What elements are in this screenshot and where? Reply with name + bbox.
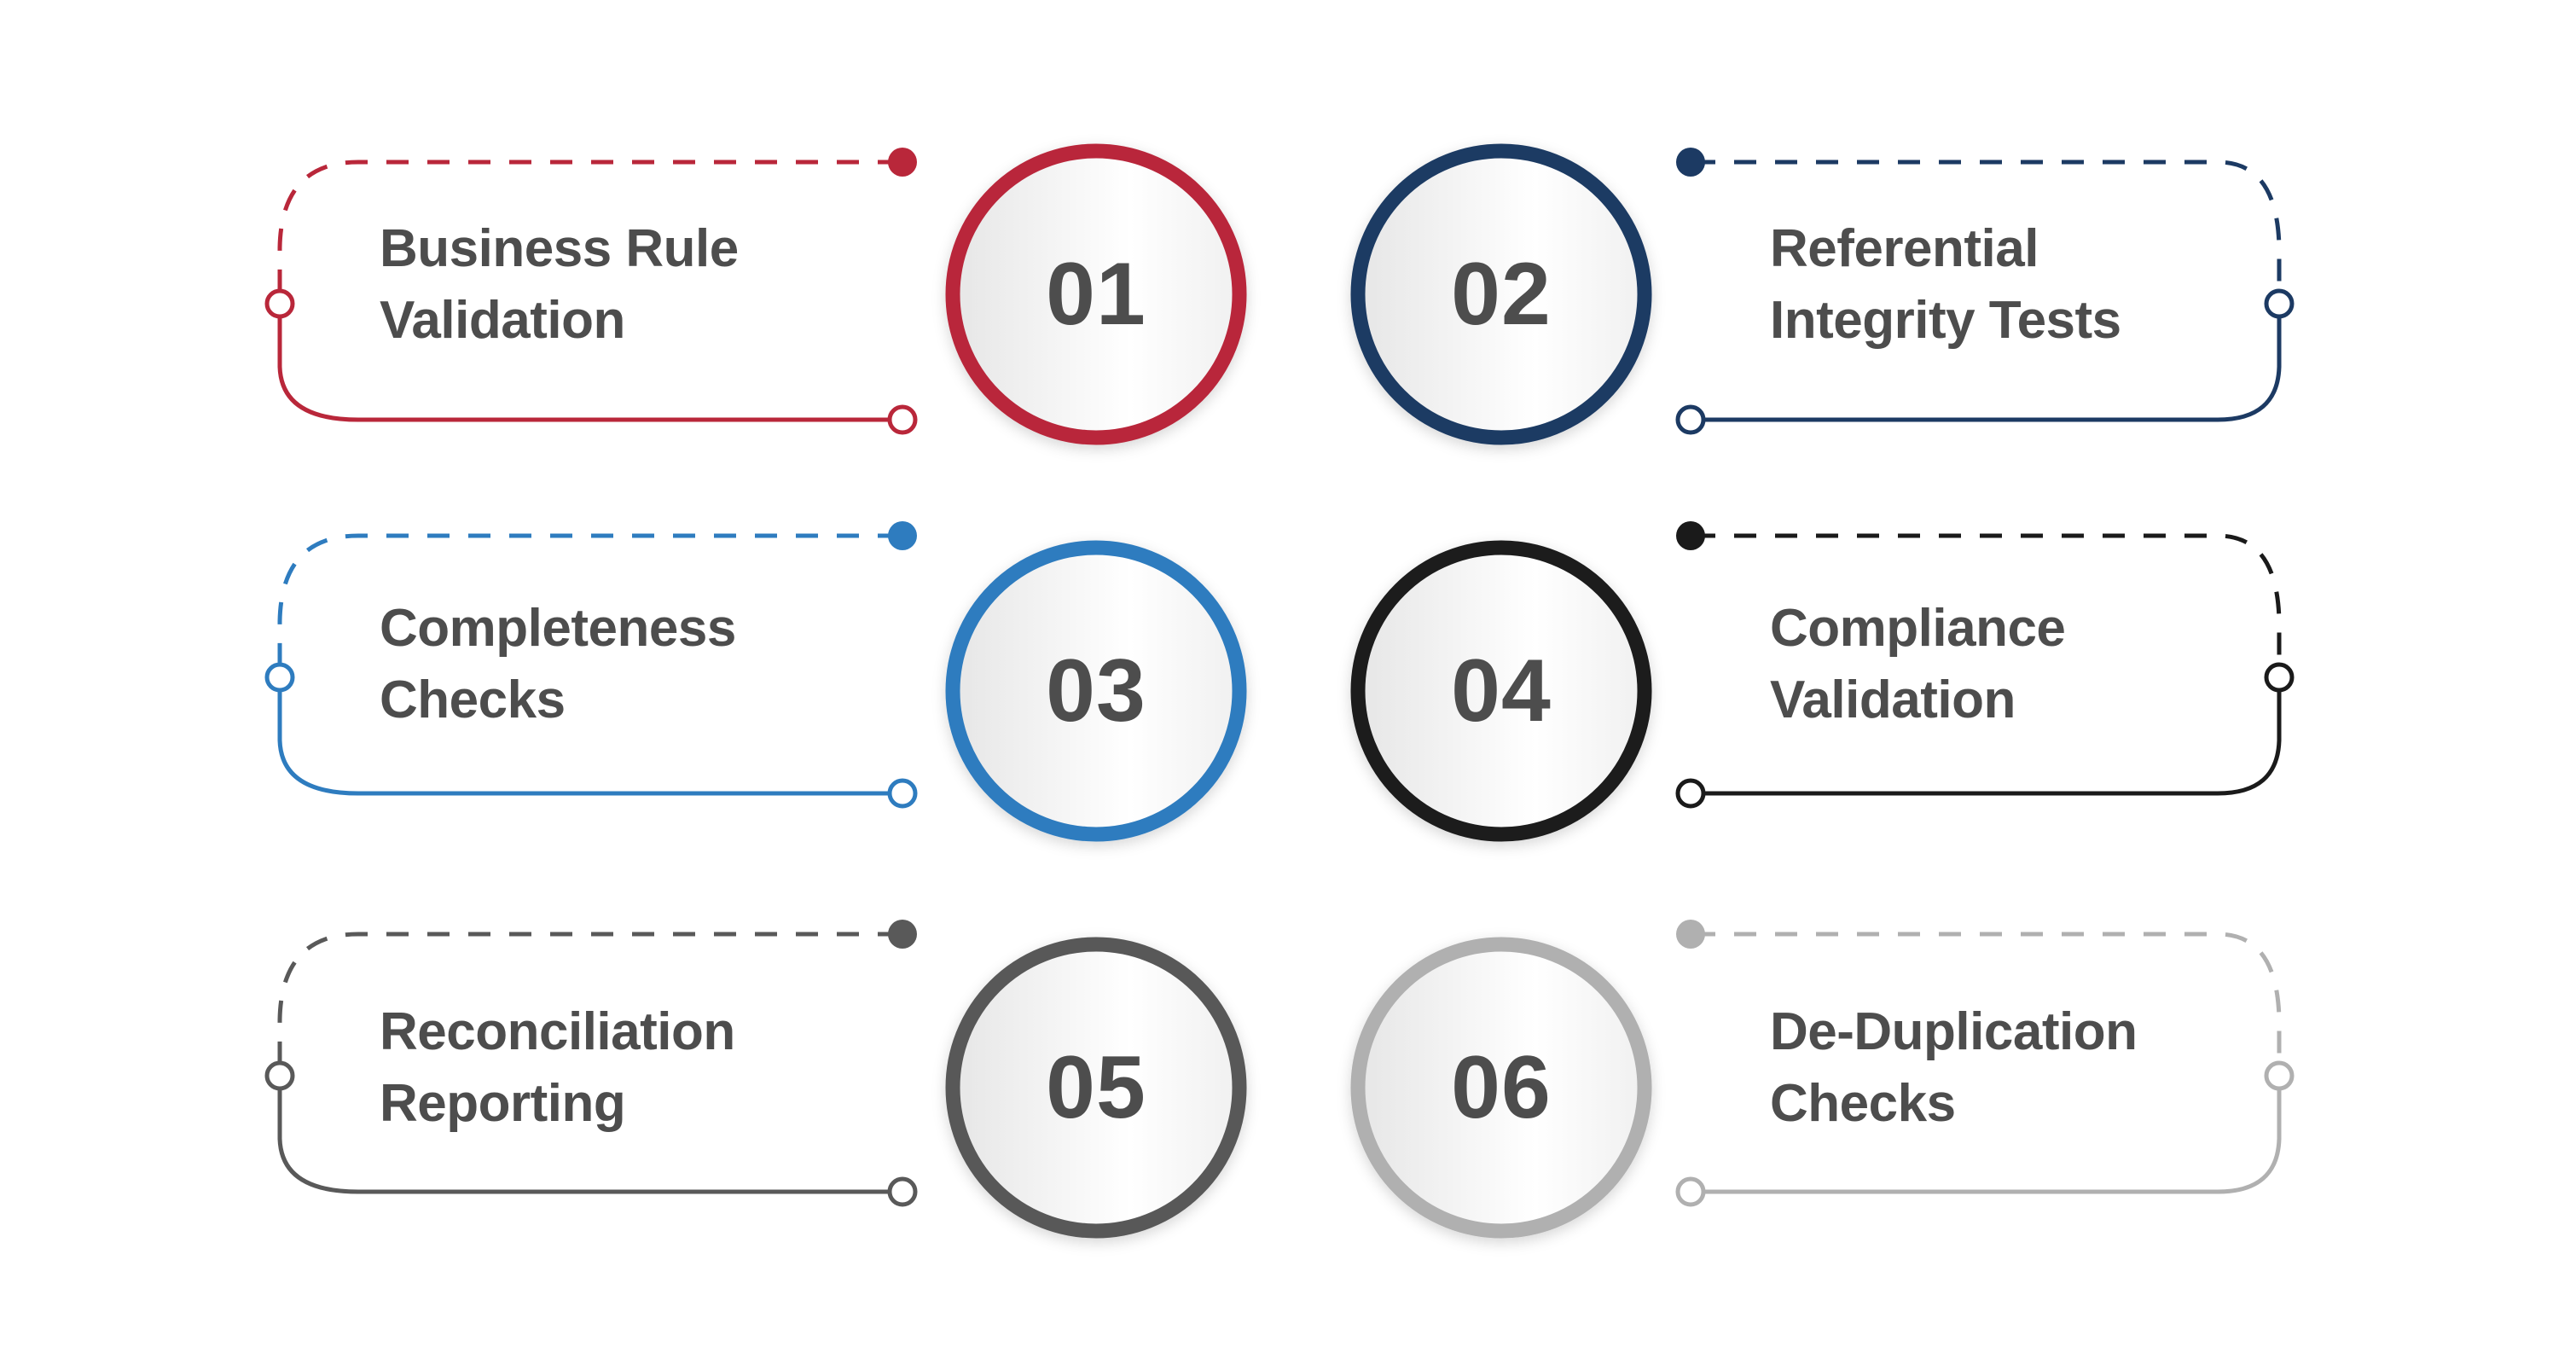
item-label-02-line1: Referential [1770,219,2039,278]
connector-03 [264,521,918,809]
connector-node-open-end-05 [887,1176,918,1207]
connector-node-open-end-02 [1675,404,1706,435]
item-label-02: Referential Integrity Tests [1770,219,2121,350]
connector-node-open-04 [2264,662,2295,693]
number-circle-03[interactable]: 03 [945,540,1247,842]
connector-node-filled-01 [888,148,917,177]
item-label-03: Completeness Checks [380,599,736,729]
item-label-04: Compliance Validation [1770,599,2066,729]
connector-node-open-03 [264,662,295,693]
item-label-01: Business Rule Validation [380,219,739,350]
number-circle-04[interactable]: 04 [1350,540,1652,842]
item-label-01-line2: Validation [380,291,625,350]
number-label-02: 02 [1451,245,1552,344]
number-circle-01[interactable]: 01 [945,143,1247,445]
item-label-04-line1: Compliance [1770,599,2065,658]
item-label-06: De-Duplication Checks [1770,1002,2138,1133]
connector-node-open-end-04 [1675,778,1706,809]
item-label-01-line1: Business Rule [380,219,739,278]
connector-node-open-end-03 [887,778,918,809]
connector-node-filled-02 [1676,148,1705,177]
connector-01 [264,148,918,435]
number-circle-05[interactable]: 05 [945,937,1247,1239]
number-circle-06[interactable]: 06 [1350,937,1652,1239]
connector-node-filled-05 [888,920,917,949]
connector-node-filled-03 [888,521,917,550]
connector-node-open-05 [264,1060,295,1091]
connector-node-open-02 [2264,288,2295,319]
item-label-04-line2: Validation [1770,671,2016,729]
connector-node-open-end-01 [887,404,918,435]
item-label-06-line2: Checks [1770,1074,1956,1133]
item-label-05-line1: Reconciliation [380,1002,735,1061]
item-label-06-line1: De-Duplication [1770,1002,2137,1061]
item-label-02-line2: Integrity Tests [1770,291,2121,350]
number-label-01: 01 [1046,245,1146,344]
connector-02 [1675,148,2295,435]
connector-06 [1675,920,2295,1207]
connector-node-filled-04 [1676,521,1705,550]
item-label-03-line1: Completeness [380,599,736,658]
item-label-05: Reconciliation Reporting [380,1002,735,1133]
connector-node-open-01 [264,288,295,319]
number-label-05: 05 [1046,1038,1146,1137]
number-circle-02[interactable]: 02 [1350,143,1652,445]
connector-04 [1675,521,2295,809]
connector-05 [264,920,918,1207]
connector-node-open-06 [2264,1060,2295,1091]
item-label-05-line2: Reporting [380,1074,625,1133]
connector-node-open-end-06 [1675,1176,1706,1207]
number-label-04: 04 [1451,642,1552,740]
number-label-03: 03 [1046,642,1146,740]
item-label-03-line2: Checks [380,671,566,729]
connector-node-filled-06 [1676,920,1705,949]
number-label-06: 06 [1451,1038,1552,1137]
